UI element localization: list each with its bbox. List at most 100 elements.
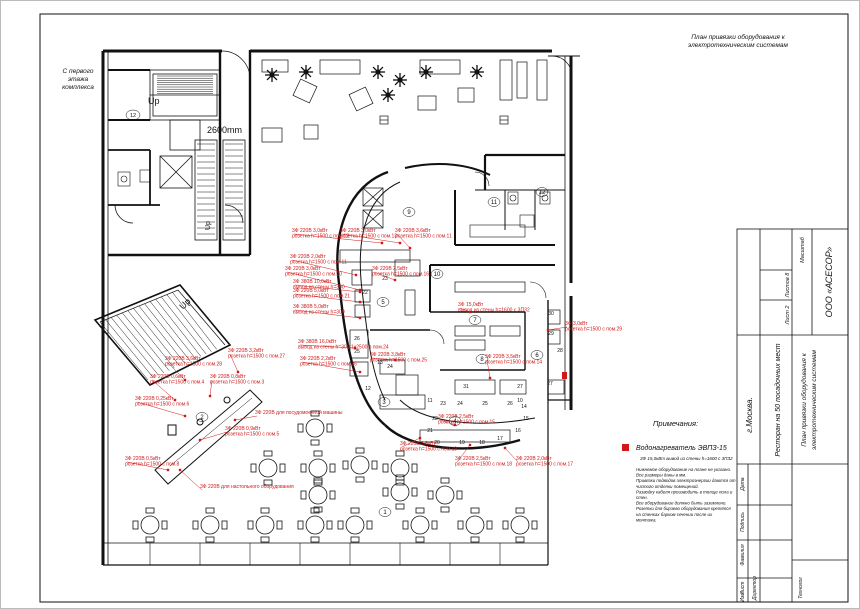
leader-line xyxy=(301,361,361,373)
power-annotation-line1: 3Ф 220В 3,0кВт xyxy=(292,228,328,234)
leader-line xyxy=(209,379,213,397)
power-annotation-line1: 3Ф 380В 10,0кВт xyxy=(293,279,332,285)
note-line: Все размеры даны в мм. xyxy=(636,473,686,478)
round-table xyxy=(192,507,228,543)
room-number: 5 xyxy=(381,300,385,306)
round-table xyxy=(427,477,463,513)
outlet-marker xyxy=(358,288,362,292)
room-number: 2 xyxy=(200,415,204,421)
equipment-number: 28 xyxy=(557,348,563,354)
power-annotation-line2: розетка h=1500 с пом.11 xyxy=(395,234,452,240)
note-line: стен. xyxy=(636,495,648,500)
wc-fixtures-right xyxy=(469,191,551,238)
equipment-number: 15 xyxy=(523,416,529,422)
leader-line xyxy=(439,419,456,426)
outlet-marker xyxy=(183,378,187,382)
round-table xyxy=(300,477,336,513)
stamp-col-label: Дата xyxy=(740,477,746,491)
room-number: 12 xyxy=(539,190,546,196)
outlet-marker xyxy=(166,468,170,472)
equipment-number: 22 xyxy=(362,290,368,296)
equipment-number: 27 xyxy=(547,381,553,387)
room-number: 8 xyxy=(480,357,484,363)
equipment-number: 31 xyxy=(463,384,469,390)
power-annotation-line2: розетка h=1500 с пом.12 xyxy=(292,234,349,240)
outlet-marker xyxy=(488,376,492,380)
leader-line xyxy=(286,271,361,291)
decorative-plants xyxy=(265,65,484,102)
power-annotation-line1: 3Ф 220В 3,6кВт xyxy=(395,228,431,234)
leader-line xyxy=(504,447,519,463)
equipment-number: 18 xyxy=(479,440,485,446)
leader-line xyxy=(373,271,396,281)
stamp-col-label: Изм xyxy=(740,592,746,602)
stamp-sheet-no: Лист 2 xyxy=(785,306,791,326)
leader-line xyxy=(371,357,396,361)
stair-tread xyxy=(127,310,175,369)
equipment-number: 13 xyxy=(377,360,383,366)
equipment-number: 14 xyxy=(521,404,527,410)
bar-counter xyxy=(154,389,263,485)
stair-tread xyxy=(116,314,165,374)
stair-tread xyxy=(122,312,170,371)
stamp-col-label: Фамилия xyxy=(740,544,746,566)
round-table xyxy=(342,447,378,483)
power-annotation-line2: розетка h=1500 с пом.25 xyxy=(370,358,427,364)
room-marker xyxy=(535,187,549,197)
equipment-number: 23 xyxy=(382,276,388,282)
outlet-marker xyxy=(358,300,362,304)
leader-line xyxy=(341,233,401,244)
round-table xyxy=(297,410,333,446)
power-annotation-line1: 3Ф 220В 3,5кВт xyxy=(400,441,436,447)
power-annotation-line1: 3Ф 220В 3,5кВт xyxy=(485,354,521,360)
stamp-col-label: Подпись xyxy=(740,512,746,532)
stair-tread xyxy=(105,319,154,378)
room-number: 11 xyxy=(491,200,498,206)
power-annotation: 3Ф 220В для настольного оборудования xyxy=(200,484,294,490)
equipment-number: 24 xyxy=(387,364,393,370)
equipment-number: 29 xyxy=(548,331,554,337)
stair-tread xyxy=(99,321,149,381)
note-line: Все оборудование должно быть заземлено. xyxy=(636,501,727,506)
room-number: 3 xyxy=(382,400,386,406)
outlet-marker xyxy=(380,241,384,245)
stair-tread xyxy=(166,294,212,352)
up-label-2: Up xyxy=(205,221,212,230)
power-annotation-line1: 3Ф 3,0кВт xyxy=(565,321,588,327)
leader-line xyxy=(199,431,228,441)
stair-treads xyxy=(157,75,243,235)
equipment-number: 25 xyxy=(482,401,488,407)
stair-tread xyxy=(149,301,196,359)
power-annotation-line2: розетка h=1500 с пом.16 xyxy=(372,272,429,278)
round-table xyxy=(337,507,373,543)
outlet-marker xyxy=(178,468,182,472)
outlet-marker xyxy=(358,290,362,294)
stamp-col-label: Лист xyxy=(740,582,746,596)
outlet-marker xyxy=(393,358,397,362)
room-marker xyxy=(530,350,544,360)
equipment-number: 27 xyxy=(517,384,523,390)
leader-line xyxy=(179,469,203,491)
power-annotation-line1: 3Ф 220В 3,0кВт xyxy=(340,228,376,234)
building-walls xyxy=(101,49,580,566)
dining-tables xyxy=(132,410,538,543)
equipment-number: 25 xyxy=(354,349,360,355)
stair-tread xyxy=(161,296,207,355)
power-annotation-line2: розетка h=1500 с пом.29 xyxy=(565,327,622,333)
power-annotation-line1: 3Ф 220В 0,25кВт xyxy=(135,396,174,402)
equipment-number: 24 xyxy=(457,401,463,407)
round-table xyxy=(402,507,438,543)
stair-tread xyxy=(133,308,180,367)
outlet-marker xyxy=(453,423,457,427)
